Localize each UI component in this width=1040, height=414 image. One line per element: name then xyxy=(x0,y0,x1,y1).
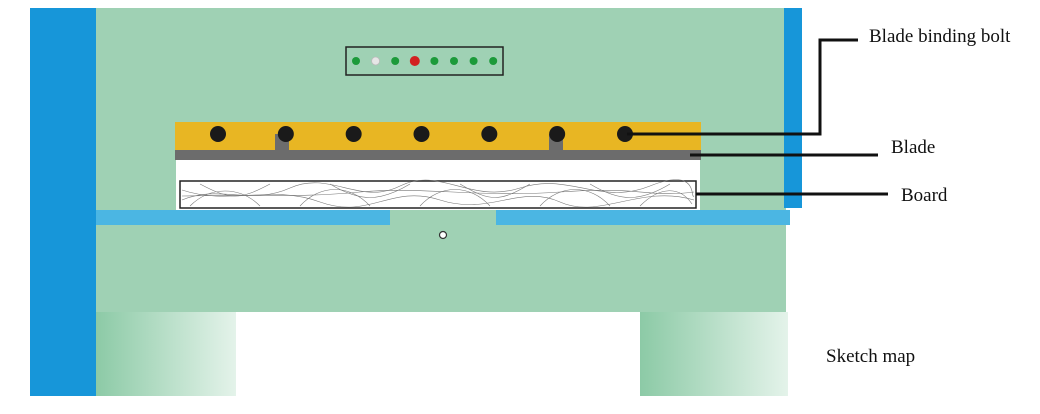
left-side-post xyxy=(30,8,96,396)
blade-bolt xyxy=(549,126,566,142)
pivot-hole xyxy=(438,230,448,240)
blade-bolt xyxy=(413,126,430,142)
indicator-light-green xyxy=(489,57,498,65)
blade-holder xyxy=(175,122,701,150)
right-side-post xyxy=(784,8,802,208)
indicator-light-green xyxy=(450,57,458,65)
right-foot xyxy=(640,312,788,396)
label-blade-binding-bolt: Blade binding bolt xyxy=(869,26,1011,47)
table-strip-left xyxy=(96,210,390,225)
indicator-light-red xyxy=(409,56,420,66)
caption-sketch-map: Sketch map xyxy=(826,346,915,367)
indicator-light-off xyxy=(371,56,381,66)
indicator-panel xyxy=(345,46,504,76)
indicator-lights xyxy=(352,56,498,66)
indicator-light-green xyxy=(469,57,478,65)
board xyxy=(179,179,697,209)
indicator-light-green xyxy=(391,57,400,65)
left-foot xyxy=(96,312,236,396)
blade-bolt xyxy=(481,126,498,142)
blade-bolts xyxy=(210,126,633,142)
blade-bolt xyxy=(617,126,633,142)
blade xyxy=(175,150,701,160)
label-board: Board xyxy=(901,185,948,206)
blade-bolt xyxy=(210,126,226,142)
indicator-light-green xyxy=(352,57,360,65)
indicator-light-green xyxy=(430,57,439,65)
table-strip-right xyxy=(496,210,790,225)
label-blade: Blade xyxy=(891,137,935,158)
bolt-leader-line xyxy=(627,38,858,136)
blade-bolt xyxy=(277,126,294,142)
blade-bolt xyxy=(345,126,362,142)
